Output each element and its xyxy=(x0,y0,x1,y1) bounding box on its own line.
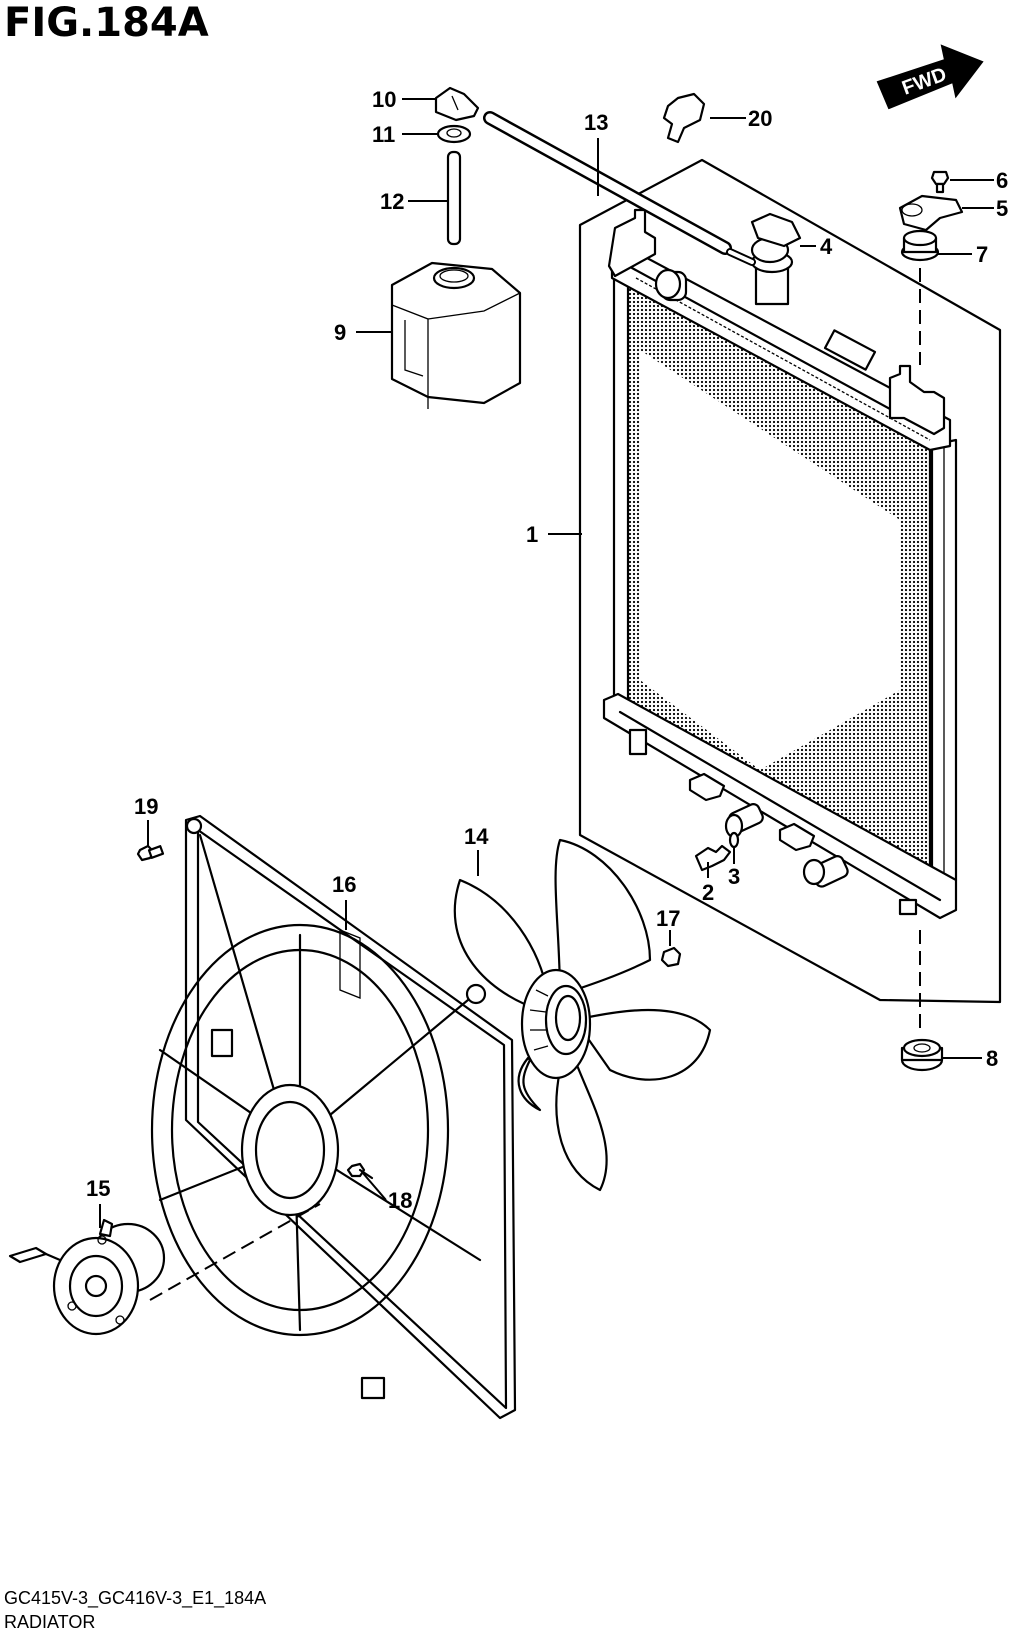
callout-11: 11 xyxy=(372,122,395,147)
drain-plug xyxy=(694,844,732,872)
radiator-cap xyxy=(750,212,802,248)
callout-3: 3 xyxy=(728,864,740,889)
drawing-code: GC415V-3_GC416V-3_E1_184A xyxy=(4,1588,267,1608)
callout-13: 13 xyxy=(584,110,608,135)
shroud-nut xyxy=(660,946,682,968)
radiator-assembly xyxy=(578,158,1002,1004)
reservoir-tank xyxy=(390,261,522,409)
callout-15: 15 xyxy=(86,1176,110,1201)
drain-o-ring xyxy=(728,831,740,849)
callout-20: 20 xyxy=(748,106,772,131)
shroud-bolt xyxy=(136,844,165,862)
callout-10: 10 xyxy=(372,87,396,112)
hose-clip xyxy=(662,92,706,144)
callout-7: 7 xyxy=(976,242,988,267)
callout-4: 4 xyxy=(820,234,833,259)
callout-18: 18 xyxy=(388,1188,412,1213)
cooling-fan xyxy=(453,838,712,1192)
callout-14: 14 xyxy=(464,824,489,849)
mount-bracket xyxy=(898,194,964,232)
mount-bolt xyxy=(930,170,950,194)
callout-8: 8 xyxy=(986,1046,998,1071)
motor-dashed-leader xyxy=(149,1203,321,1301)
reservoir-pipe xyxy=(446,150,462,246)
callout-19: 19 xyxy=(134,794,158,819)
overflow-hose xyxy=(483,111,756,266)
fan-motor xyxy=(8,1218,166,1336)
fan-shroud xyxy=(150,814,517,1420)
callout-16: 16 xyxy=(332,872,356,897)
figure-caption: RADIATOR xyxy=(4,1612,96,1632)
motor-screw xyxy=(346,1162,374,1180)
callout-12: 12 xyxy=(380,189,404,214)
callout-2: 2 xyxy=(702,880,714,905)
callout-9: 9 xyxy=(334,320,346,345)
cap-seal xyxy=(436,124,472,144)
callout-1: 1 xyxy=(526,522,538,547)
reservoir-cap xyxy=(434,86,480,122)
callout-17: 17 xyxy=(656,906,680,931)
callout-5: 5 xyxy=(996,196,1008,221)
callout-6: 6 xyxy=(996,168,1008,193)
fwd-arrow-icon: FWD xyxy=(876,44,984,110)
figure-title: FIG.184A xyxy=(4,0,209,46)
lower-cushion xyxy=(900,1038,944,1072)
upper-cushion xyxy=(900,229,940,262)
